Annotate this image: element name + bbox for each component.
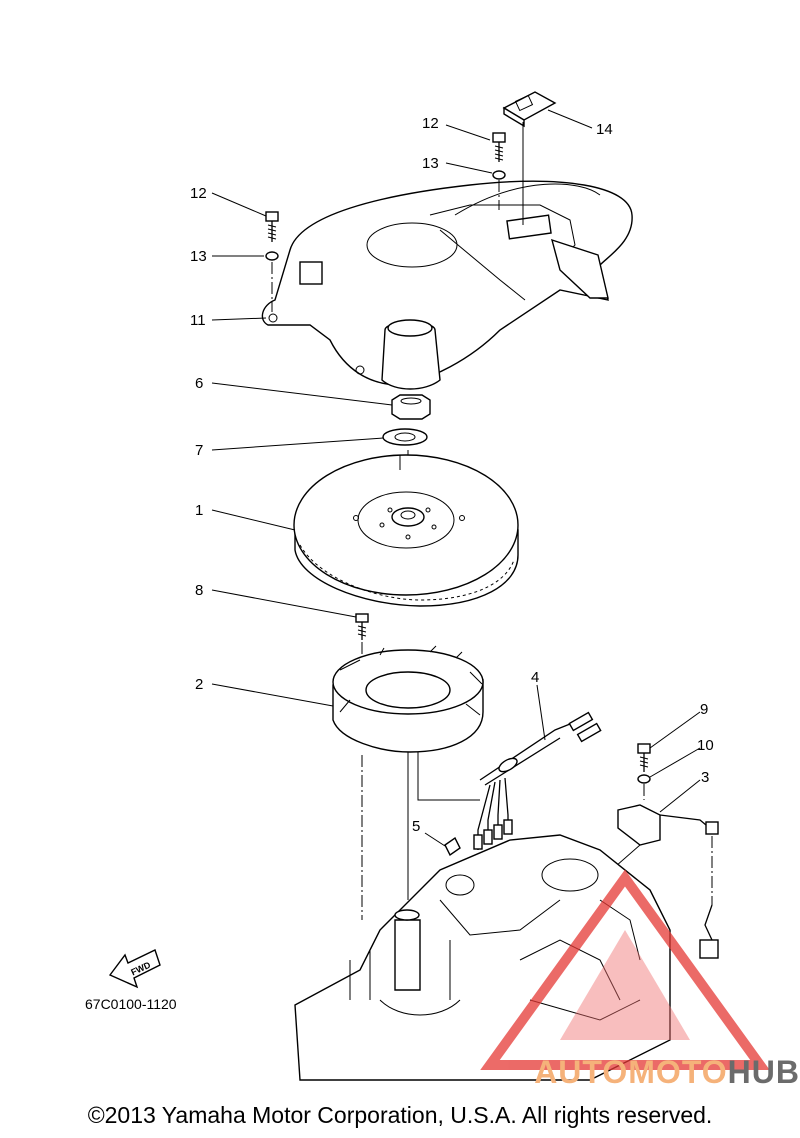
flywheel-cover xyxy=(261,180,633,390)
callout-4: 4 xyxy=(531,669,539,686)
bolt-12-right xyxy=(492,132,506,162)
callout-12-right: 12 xyxy=(422,115,439,132)
callout-7: 7 xyxy=(195,442,203,459)
callout-9: 9 xyxy=(700,701,708,718)
callout-6: 6 xyxy=(195,375,203,392)
callout-2: 2 xyxy=(195,676,203,693)
pulser-coil xyxy=(599,804,719,959)
engine-block xyxy=(294,834,671,1081)
washer-13-right xyxy=(492,170,506,180)
callout-13-left: 13 xyxy=(190,248,207,265)
grommet xyxy=(502,91,557,128)
flywheel-rotor xyxy=(293,454,519,607)
fwd-arrow-icon: FWD xyxy=(108,949,161,989)
callout-11: 11 xyxy=(190,312,206,329)
bolt-9 xyxy=(637,743,651,772)
watermark-text: AUTOMOTOHUB xyxy=(534,1054,800,1090)
wire-harness xyxy=(473,711,602,850)
callout-1: 1 xyxy=(195,502,203,519)
watermark: AUTOMOTOHUB xyxy=(470,870,800,1100)
callout-14: 14 xyxy=(596,121,613,138)
copyright-notice: ©2013 Yamaha Motor Corporation, U.S.A. A… xyxy=(87,1102,713,1128)
callout-8: 8 xyxy=(195,582,203,599)
diagram-code: 67C0100-1120 xyxy=(85,996,177,1012)
callout-12-left: 12 xyxy=(190,185,207,202)
callout-13-right: 13 xyxy=(422,155,439,172)
bolt-12-left xyxy=(265,211,279,242)
watermark-logo xyxy=(480,869,770,1070)
washer-13-left xyxy=(265,251,279,261)
clamp xyxy=(444,836,461,857)
screw xyxy=(355,613,369,640)
leader-lines xyxy=(211,109,701,847)
callout-3: 3 xyxy=(701,769,709,786)
callout-5: 5 xyxy=(412,818,420,835)
callout-10: 10 xyxy=(697,737,714,754)
stator xyxy=(332,645,484,920)
washer-10 xyxy=(637,774,651,784)
washer-7 xyxy=(382,428,428,446)
nut xyxy=(391,394,431,420)
